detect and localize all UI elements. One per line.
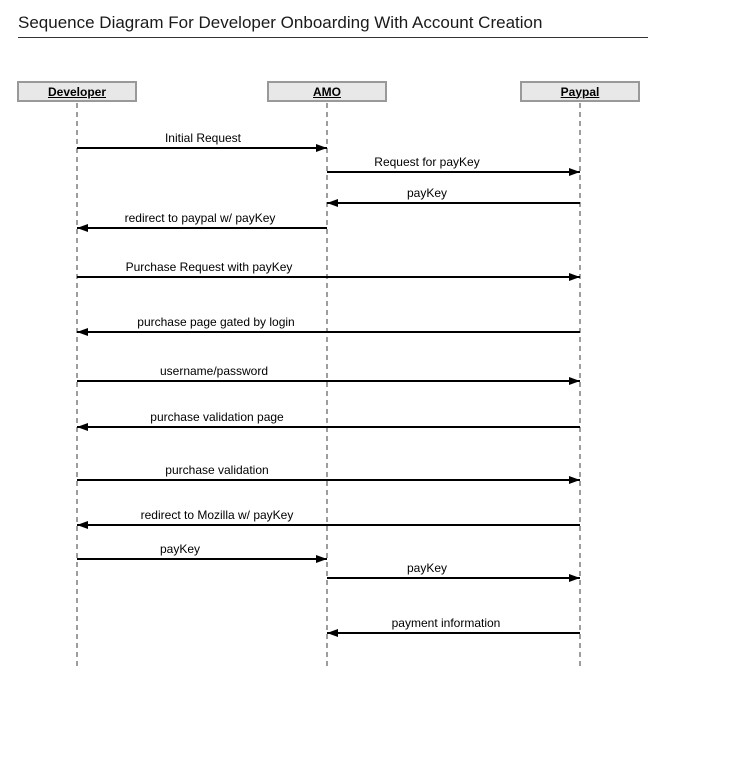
message-arrowhead [77,521,88,529]
message-arrowhead [316,555,327,563]
actor-box-amo: AMO [267,81,387,102]
actor-label: Paypal [560,84,600,99]
message-arrowhead [569,377,580,385]
message-line [77,524,580,526]
message-line [77,276,580,278]
lifeline-developer [76,103,78,670]
message-arrowhead [569,168,580,176]
message-line [77,227,327,229]
message-line [77,426,580,428]
diagram-title: Sequence Diagram For Developer Onboardin… [18,13,543,32]
message-label: Request for payKey [374,155,480,169]
message-label: redirect to Mozilla w/ payKey [140,508,294,522]
message-label: payKey [406,186,448,200]
message-label: username/password [159,364,269,378]
lifeline-paypal [579,103,581,670]
actor-box-paypal: Paypal [520,81,640,102]
message-line [77,331,580,333]
message-arrowhead [316,144,327,152]
message-arrowhead [569,273,580,281]
message-arrowhead [77,328,88,336]
message-arrowhead [327,629,338,637]
message-label: purchase validation [165,463,269,477]
message-line [327,632,580,634]
message-label: purchase page gated by login [137,315,295,329]
message-label: Purchase Request with payKey [125,260,293,274]
message-label: payment information [391,616,501,630]
message-line [77,479,580,481]
message-label: purchase validation page [150,410,284,424]
message-label: Initial Request [164,131,242,145]
message-label: redirect to paypal w/ payKey [124,211,276,225]
message-label: payKey [159,542,201,556]
message-label: payKey [406,561,448,575]
message-arrowhead [77,224,88,232]
title-underline [18,37,648,38]
message-arrowhead [569,476,580,484]
message-arrowhead [327,199,338,207]
message-line [77,558,327,560]
lifeline-amo [326,103,328,670]
message-line [327,171,580,173]
message-line [327,202,580,204]
actor-label: Developer [47,84,107,99]
message-line [327,577,580,579]
message-arrowhead [569,574,580,582]
message-line [77,380,580,382]
message-line [77,147,327,149]
actor-label: AMO [313,84,341,99]
actor-box-developer: Developer [17,81,137,102]
message-arrowhead [77,423,88,431]
